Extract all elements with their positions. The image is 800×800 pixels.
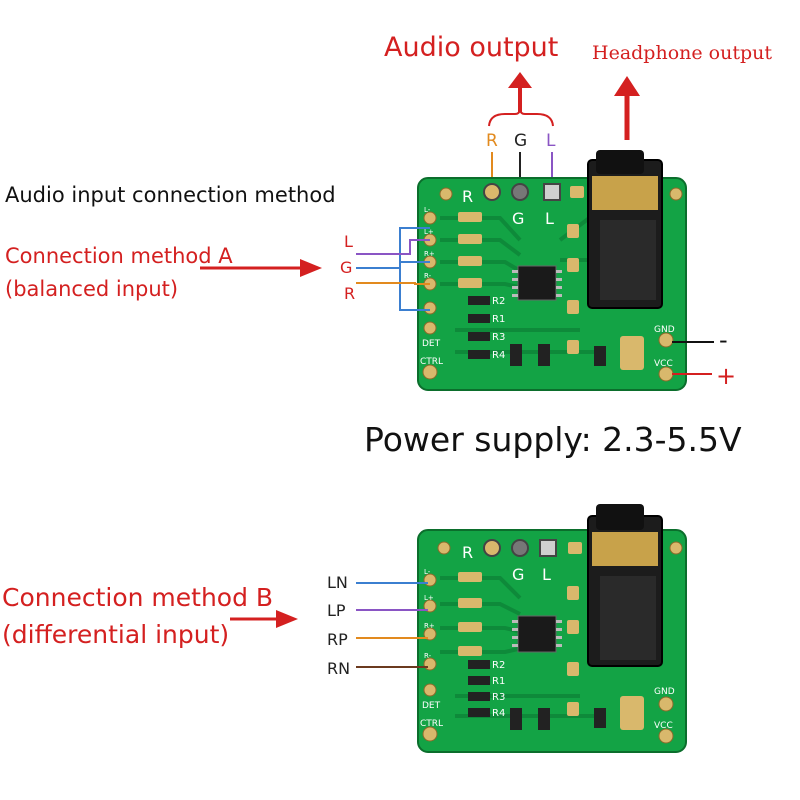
input-pin-l-label: L bbox=[344, 232, 353, 251]
power-minus-label: - bbox=[719, 326, 728, 354]
silk-top-g: G bbox=[512, 209, 524, 228]
input-pin-r-label: R bbox=[344, 284, 356, 303]
method-a-wires bbox=[356, 227, 430, 311]
silk-bottom-gnd: GND bbox=[654, 687, 675, 697]
silk-vcc: VCC bbox=[654, 359, 673, 369]
silk-bottom-r4: R4 bbox=[492, 708, 505, 719]
input-pin-ln-label: LN bbox=[327, 573, 348, 592]
silk-bottom-pin-lminus: L- bbox=[424, 568, 431, 576]
silk-bottom-top-g: G bbox=[512, 565, 524, 584]
silk-r1: R1 bbox=[492, 314, 505, 325]
silk-det: DET bbox=[422, 339, 441, 349]
audio-output-label: Audio output bbox=[384, 32, 559, 63]
silk-pin-lminus: L- bbox=[424, 206, 431, 214]
power-wires bbox=[672, 341, 714, 375]
method-b-arrow bbox=[230, 610, 298, 628]
silk-pin-rplus: R+ bbox=[424, 250, 435, 258]
output-pin-g-label: G bbox=[514, 131, 528, 151]
input-method-title: Audio input connection method bbox=[5, 183, 336, 207]
silk-top-r: R bbox=[462, 187, 473, 206]
power-plus-label: + bbox=[716, 362, 737, 390]
silk-bottom-pin-rminus: R- bbox=[424, 652, 432, 660]
silk-bottom-top-r: R bbox=[462, 543, 473, 562]
silk-bottom-vcc: VCC bbox=[654, 721, 673, 731]
bottom-pcb-board: R G L L- L+ R+ R- DET CTRL GND VCC R2 R1… bbox=[417, 504, 687, 753]
silk-bottom-r3: R3 bbox=[492, 692, 505, 703]
silk-top-l: L bbox=[545, 209, 554, 228]
method-b-wires bbox=[356, 582, 428, 668]
silk-bottom-top-l: L bbox=[542, 565, 551, 584]
method-b-subtitle: (differential input) bbox=[2, 620, 230, 649]
silk-r4: R4 bbox=[492, 350, 505, 361]
silk-pin-rminus: R- bbox=[424, 272, 432, 280]
silk-ctrl: CTRL bbox=[420, 357, 443, 367]
input-pin-g-label: G bbox=[340, 258, 353, 277]
silk-bottom-pin-lplus: L+ bbox=[424, 594, 434, 602]
method-a-arrow bbox=[200, 259, 322, 277]
headphone-output-arrow bbox=[614, 76, 640, 140]
silk-bottom-ctrl: CTRL bbox=[420, 719, 443, 729]
silk-gnd: GND bbox=[654, 325, 675, 335]
headphone-output-label: Headphone output bbox=[592, 42, 773, 64]
input-pin-lp-label: LP bbox=[327, 601, 346, 620]
silk-bottom-r1: R1 bbox=[492, 676, 505, 687]
audio-output-arrow bbox=[488, 72, 554, 127]
input-pin-rn-label: RN bbox=[327, 659, 351, 678]
silk-bottom-pin-rplus: R+ bbox=[424, 622, 435, 630]
output-pin-r-label: R bbox=[486, 131, 498, 151]
silk-pin-lplus: L+ bbox=[424, 228, 434, 236]
method-b-title: Connection method B bbox=[2, 583, 274, 612]
method-a-subtitle: (balanced input) bbox=[5, 277, 179, 301]
method-a-title: Connection method A bbox=[5, 244, 233, 268]
silk-bottom-r2: R2 bbox=[492, 660, 505, 671]
silk-r2: R2 bbox=[492, 296, 505, 307]
power-supply-label: Power supply: 2.3-5.5V bbox=[364, 420, 742, 459]
input-pin-rp-label: RP bbox=[327, 630, 348, 649]
top-pcb-board: R G L L- L+ R+ R- DET CTRL GND VCC R2 R1… bbox=[417, 150, 687, 391]
output-pin-l-label: L bbox=[546, 131, 556, 151]
silk-bottom-det: DET bbox=[422, 701, 441, 711]
silk-r3: R3 bbox=[492, 332, 505, 343]
